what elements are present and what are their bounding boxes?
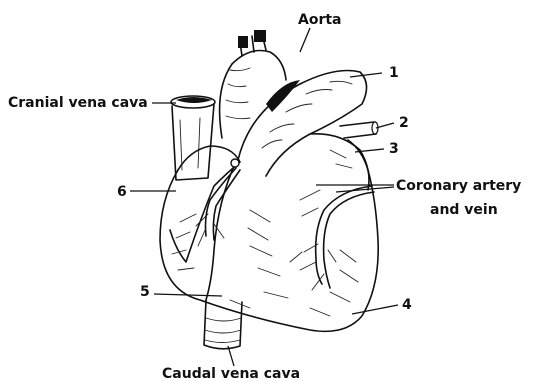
coronary-vessels-left: [196, 159, 240, 246]
cranial-vena-cava-vessel: [171, 96, 215, 180]
aortic-arch: [220, 30, 286, 138]
cranial-vena-cava-label: Cranial vena cava: [8, 95, 148, 111]
left-atrium-region: [310, 134, 369, 190]
number-4: 4: [402, 297, 412, 313]
coronary-label-line1: Coronary artery: [396, 178, 521, 194]
number-5: 5: [140, 284, 150, 300]
number-2: 2: [399, 115, 409, 131]
coronary-label-line2: and vein: [430, 202, 498, 218]
aorta-label: Aorta: [298, 12, 342, 28]
leader-lines: [130, 28, 398, 366]
coronary-vessels-right: [290, 186, 374, 290]
number-3: 3: [389, 141, 399, 157]
caudal-vena-cava-label: Caudal vena cava: [162, 366, 300, 381]
pulmonary-vein-vessel: [340, 122, 378, 138]
number-1: 1: [389, 65, 399, 81]
pulmonary-trunk: [238, 71, 367, 177]
number-6: 6: [117, 184, 127, 200]
heart-body: [160, 140, 378, 331]
